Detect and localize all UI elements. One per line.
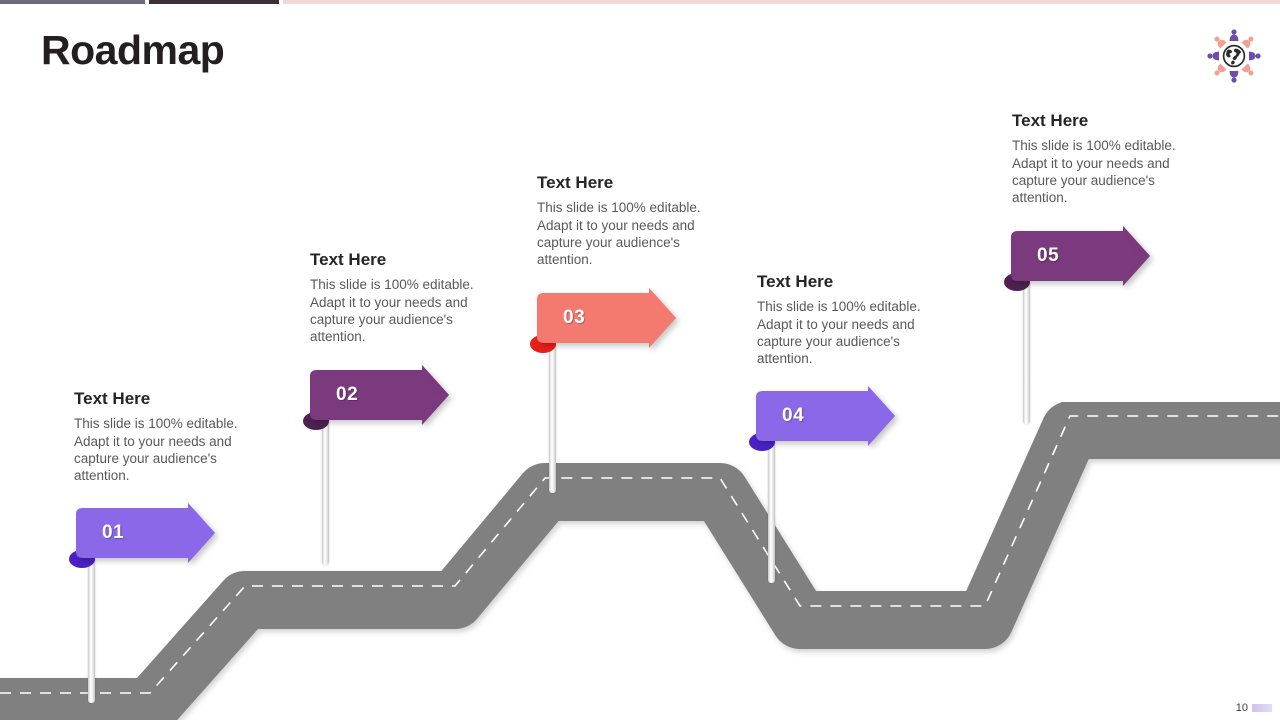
milestone-05-body: This slide is 100% editable. Adapt it to…: [1012, 138, 1176, 205]
accent-segment-left: [0, 0, 145, 4]
milestone-03-text: Text Here This slide is 100% editable. A…: [537, 173, 712, 268]
milestone-05-text: Text Here This slide is 100% editable. A…: [1012, 111, 1187, 206]
accent-segment-middle: [149, 0, 279, 4]
milestone-04-body: This slide is 100% editable. Adapt it to…: [757, 299, 921, 366]
milestone-04-pole: [768, 423, 775, 583]
global-community-globe-icon: [1204, 26, 1264, 86]
milestone-01-flag[interactable]: 01: [68, 503, 218, 573]
accent-gap-1: [145, 0, 149, 4]
road-center-dashes: [0, 415, 1280, 694]
milestone-03-pole: [549, 325, 556, 493]
milestone-02-text: Text Here This slide is 100% editable. A…: [310, 250, 485, 345]
milestone-02-title: Text Here: [310, 250, 387, 269]
milestone-03-flag[interactable]: 03: [529, 288, 679, 358]
milestone-03-body: This slide is 100% editable. Adapt it to…: [537, 200, 701, 267]
milestone-04-title: Text Here: [757, 272, 834, 291]
accent-segment-right: [283, 0, 1280, 4]
road-surface: [0, 401, 1280, 725]
milestone-02-flag[interactable]: 02: [302, 365, 452, 435]
milestone-05-flag[interactable]: 05: [1003, 226, 1153, 296]
milestone-04-text: Text Here This slide is 100% editable. A…: [757, 272, 932, 367]
milestone-01-pole: [88, 535, 95, 703]
page-number-group: 10: [1236, 702, 1272, 714]
milestone-01-text: Text Here This slide is 100% editable. A…: [74, 389, 249, 484]
milestone-01-title: Text Here: [74, 389, 151, 408]
page-title: Roadmap: [41, 27, 225, 73]
milestone-02-pole: [322, 400, 329, 565]
milestone-04-flag[interactable]: 04: [748, 386, 898, 456]
milestone-01-body: This slide is 100% editable. Adapt it to…: [74, 416, 238, 483]
milestone-05-title: Text Here: [1012, 111, 1089, 130]
page-number: 10: [1235, 702, 1248, 714]
milestone-02-body: This slide is 100% editable. Adapt it to…: [310, 277, 474, 344]
milestone-03-title: Text Here: [537, 173, 614, 192]
top-accent-bar: [0, 0, 1280, 4]
page-number-swatch: [1252, 704, 1272, 712]
milestone-05-pole: [1023, 262, 1030, 424]
accent-gap-2: [279, 0, 283, 4]
